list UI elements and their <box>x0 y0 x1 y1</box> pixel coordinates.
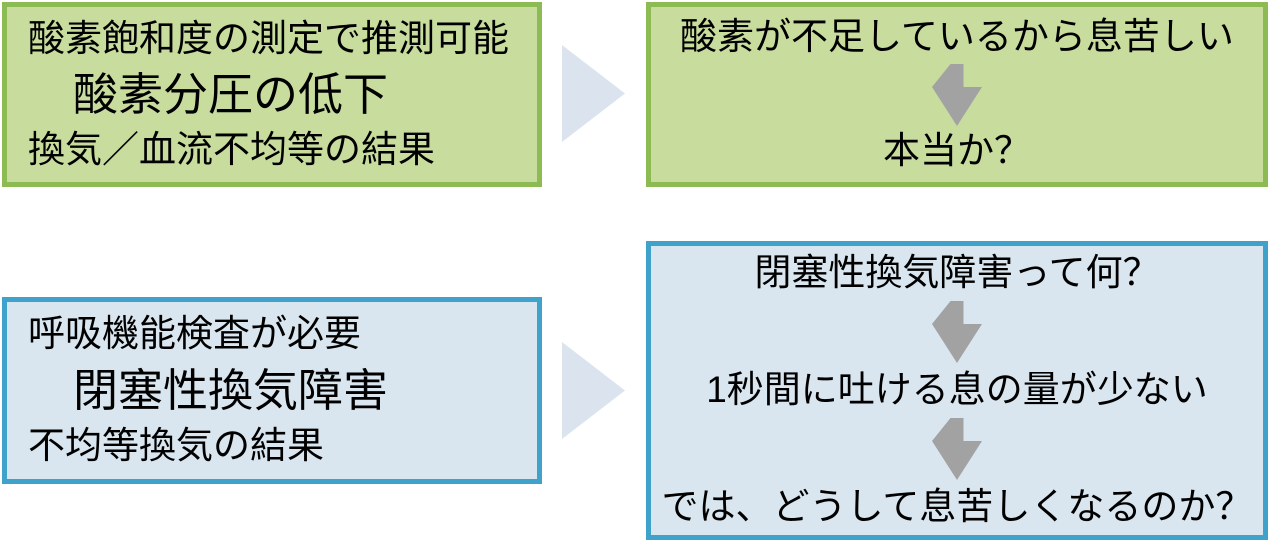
box-oxygen-partial-pressure: 酸素飽和度の測定で推測可能 酸素分圧の低下 換気／血流不均等の結果 <box>2 2 542 187</box>
low-exhaled-volume-text: 1秒間に吐ける息の量が少ない <box>706 369 1208 411</box>
why-breathless-question-text: では、どうして息苦しくなるのか？ <box>661 486 1253 528</box>
uneven-ventilation-result-text: 不均等換気の結果 <box>28 425 324 467</box>
oxygen-saturation-measure-text: 酸素飽和度の測定で推測可能 <box>28 17 509 59</box>
respiratory-function-test-text: 呼吸機能検査が必要 <box>28 313 361 355</box>
down-arrow-icon <box>932 300 982 363</box>
right-triangle-icon <box>562 45 625 142</box>
box-oxygen-shortage-question: 酸素が不足しているから息苦しい 本当か？ <box>646 2 1268 187</box>
down-arrow-icon <box>932 418 982 481</box>
oxygen-partial-pressure-title: 酸素分圧の低下 <box>73 68 389 120</box>
obstructive-ventilation-disorder-title: 閉塞性換気障害 <box>73 364 389 416</box>
down-arrow-icon <box>932 63 982 126</box>
ventilation-perfusion-mismatch-text: 換気／血流不均等の結果 <box>28 128 435 170</box>
really-question-text: 本当か？ <box>883 130 1031 172</box>
what-is-obstructive-disorder-text: 閉塞性換気障害って何？ <box>754 252 1160 293</box>
right-triangle-icon <box>562 342 625 439</box>
oxygen-shortage-text: 酸素が不足しているから息苦しい <box>680 16 1234 57</box>
box-obstructive-disorder-questions: 閉塞性換気障害って何？ 1秒間に吐ける息の量が少ない では、どうして息苦しくなる… <box>646 241 1268 540</box>
box-obstructive-ventilation-disorder: 呼吸機能検査が必要 閉塞性換気障害 不均等換気の結果 <box>2 297 542 484</box>
